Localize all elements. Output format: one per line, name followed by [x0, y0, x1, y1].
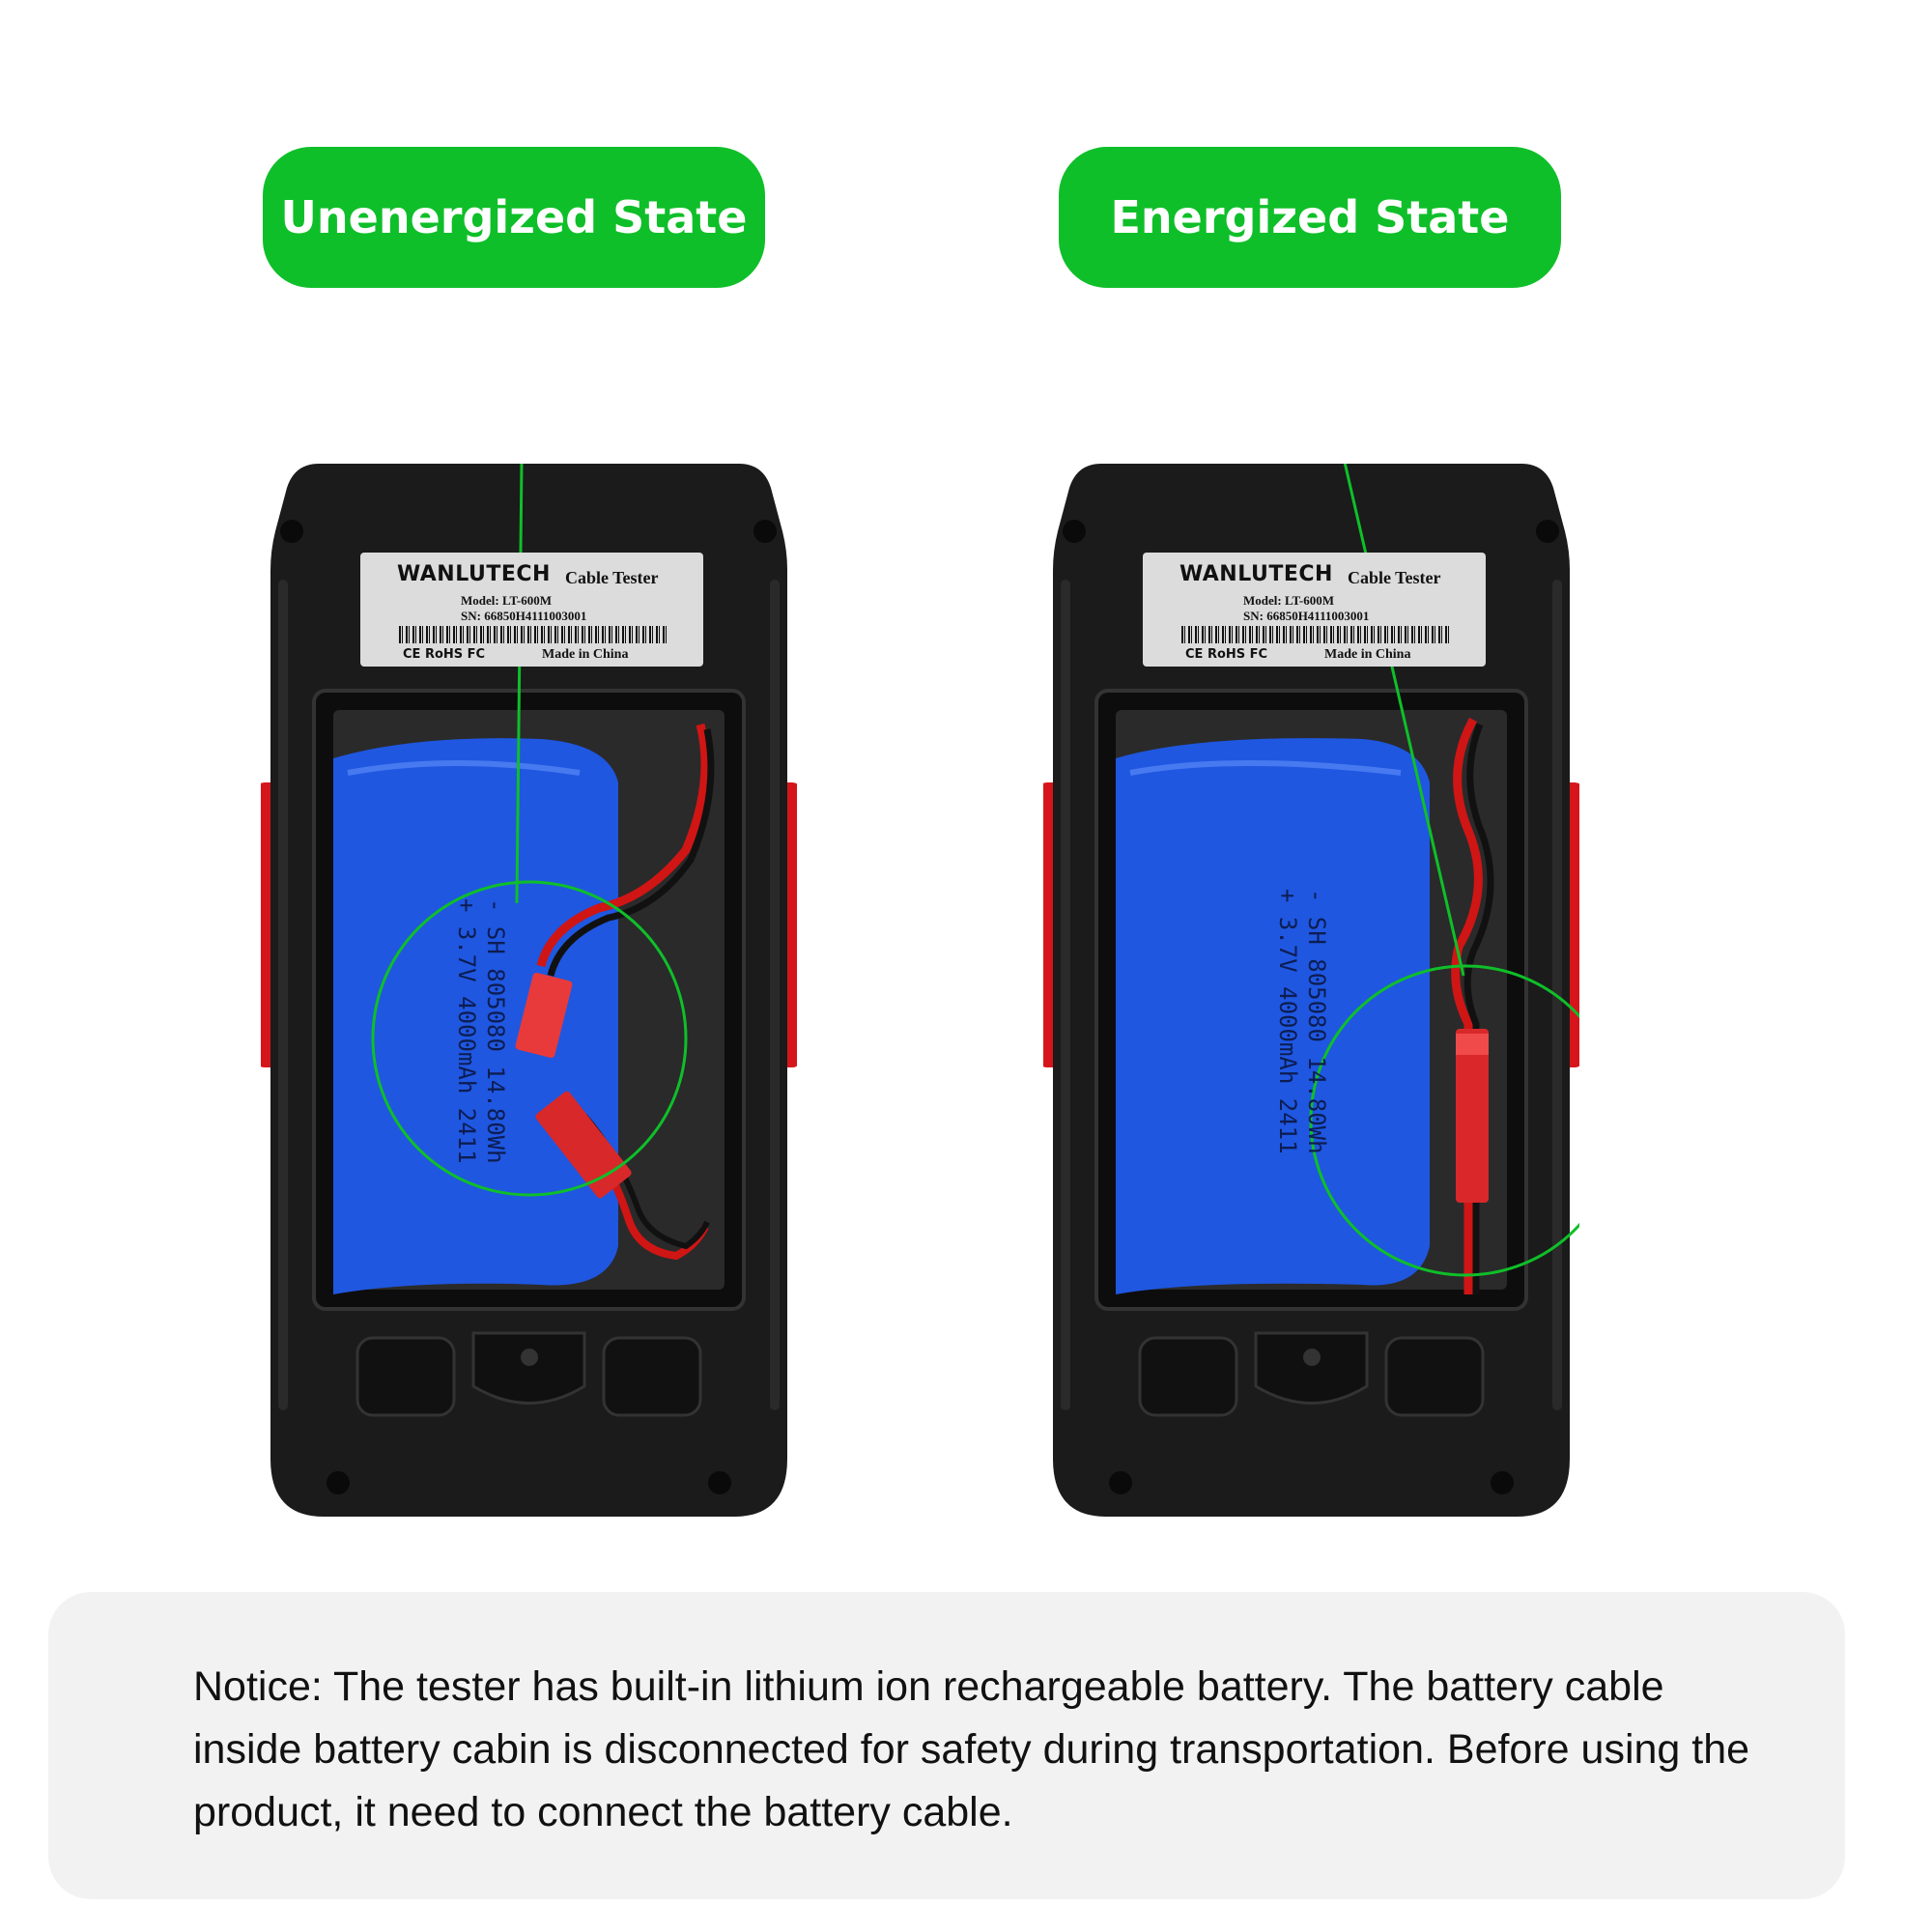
battery-spec-text: - SH 805080 14.80Wh + 3.7V 4000mAh 2411	[452, 898, 510, 1164]
serial-number: SN: 66850H4111003001	[1243, 609, 1370, 623]
unenergized-state-text: Unenergized State	[280, 191, 748, 243]
battery-spec-line-1: - SH 805080 14.80Wh	[1303, 889, 1330, 1154]
battery-pack	[333, 738, 618, 1294]
screw-hole	[753, 520, 777, 543]
screw-hole	[1491, 1471, 1514, 1494]
screw-hole	[1109, 1471, 1132, 1494]
battery-connector-female	[535, 1091, 632, 1199]
screw-hole	[327, 1471, 350, 1494]
battery-spec-text: - SH 805080 14.80Wh + 3.7V 4000mAh 2411	[1273, 889, 1331, 1154]
device-energized: WANLUTECH Cable Tester Model: LT-600M SN…	[1043, 464, 1579, 1521]
made-in: Made in China	[1324, 647, 1411, 662]
barcode	[399, 626, 669, 643]
battery-spec-line-1: - SH 805080 14.80Wh	[482, 898, 509, 1164]
notice-text: Notice: The tester has built-in lithium …	[193, 1663, 1750, 1835]
unenergized-state-label: Unenergized State	[263, 147, 765, 288]
product-name: Cable Tester	[565, 568, 659, 587]
barcode	[1181, 626, 1452, 643]
screw-hole	[708, 1471, 731, 1494]
device-label-sticker: WANLUTECH Cable Tester Model: LT-600M SN…	[1143, 553, 1486, 667]
model-number: Model: LT-600M	[461, 593, 553, 608]
device-body-illustration	[1043, 464, 1579, 1517]
battery-spec-line-2: + 3.7V 4000mAh 2411	[453, 898, 480, 1164]
product-name: Cable Tester	[1348, 568, 1441, 587]
device-unenergized: WANLUTECH Cable Tester Model: LT-600M SN…	[261, 464, 797, 1521]
brand-name: WANLUTECH	[397, 562, 551, 586]
battery-connector-male	[515, 972, 573, 1059]
battery-spec-line-2: + 3.7V 4000mAh 2411	[1274, 889, 1301, 1154]
callout-circle	[371, 880, 688, 1197]
brand-name: WANLUTECH	[1179, 562, 1333, 586]
notice-panel: Notice: The tester has built-in lithium …	[48, 1592, 1845, 1899]
energized-state-label: Energized State	[1059, 147, 1561, 288]
certification-marks: CE RoHS FC	[403, 647, 486, 662]
screw-hole	[1063, 520, 1086, 543]
battery-connector-connected	[1456, 1029, 1489, 1203]
certification-marks: CE RoHS FC	[1185, 647, 1268, 662]
screw-hole	[280, 520, 303, 543]
model-number: Model: LT-600M	[1243, 593, 1335, 608]
callout-circle	[1309, 964, 1579, 1277]
energized-state-text: Energized State	[1110, 191, 1510, 243]
battery-pack	[1116, 738, 1430, 1294]
device-label-sticker: WANLUTECH Cable Tester Model: LT-600M SN…	[360, 553, 703, 667]
serial-number: SN: 66850H4111003001	[461, 609, 587, 623]
screw-hole	[1536, 520, 1559, 543]
made-in: Made in China	[542, 647, 629, 662]
device-body-illustration	[261, 464, 797, 1517]
